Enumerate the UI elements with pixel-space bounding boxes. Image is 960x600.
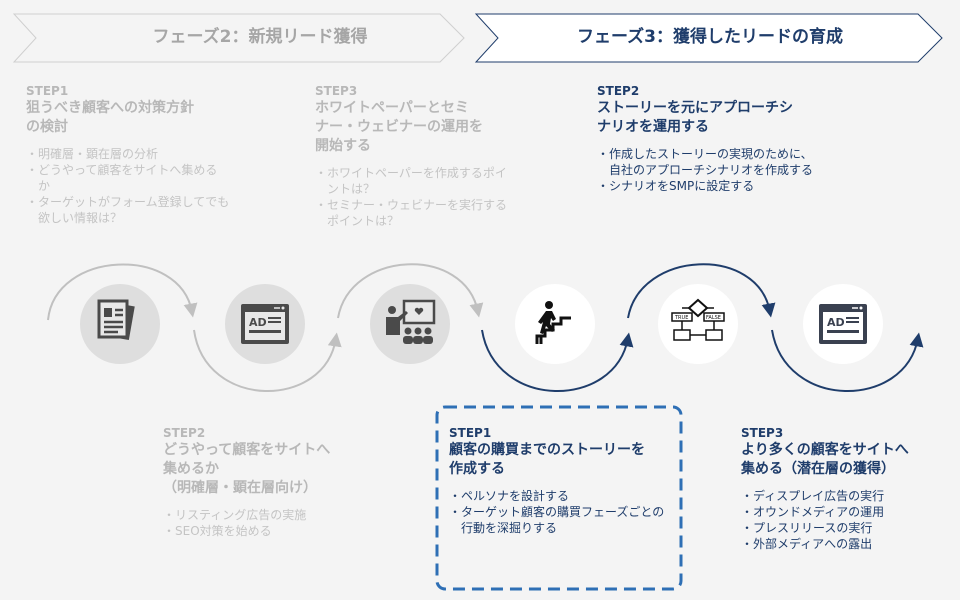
bullet-item: ・ターゲットがフォーム登録してでも欲しい情報は？ xyxy=(26,195,230,225)
phase3-step2-block: STEP2 ストーリーを元にアプローチシ ナリオを運用する ・作成したストーリー… xyxy=(597,83,827,194)
bullet-item: ・ホワイトペーパーを作成するポイントは？ xyxy=(315,166,507,196)
seminar-icon xyxy=(370,284,450,364)
phase2-step3-block: STEP3 ホワイトペーパーとセミ ナー・ウェビナーの運用を 開始する ・ホワイ… xyxy=(315,83,525,229)
bullet-item: ・ターゲット顧客の購買フェーズごとの行動を深掘りする xyxy=(449,505,665,535)
ad-banner-icon: AD xyxy=(803,284,883,364)
flow-arc-6 xyxy=(771,329,924,392)
step-label: STEP2 xyxy=(597,84,640,98)
bullet-item: ・ペルソナを設計する xyxy=(449,489,570,503)
step-label: STEP3 xyxy=(741,426,784,440)
stairs-climb-icon xyxy=(515,284,595,364)
bullet-item: ・オウンドメディアの運用 xyxy=(741,505,885,519)
step-title: 狙うべき顧客への対策方針 の検討 xyxy=(26,100,194,135)
svg-text:AD: AD xyxy=(249,316,267,329)
bullet-item: ・外部メディアへの露出 xyxy=(741,537,873,551)
step-bullets: ・リスティング広告の実施 ・SEO対策を始める xyxy=(163,507,393,539)
flow-arc-1 xyxy=(47,263,198,321)
step-title: ホワイトペーパーとセミ ナー・ウェビナーの運用を 開始する xyxy=(315,100,483,154)
flow-arc-2 xyxy=(193,329,342,392)
svg-text:FALSE: FALSE xyxy=(706,315,721,321)
phase2-step1-block: STEP1 狙うべき顧客への対策方針 の検討 ・明確層・顕在層の分析 ・どうやっ… xyxy=(26,83,256,226)
flowchart-icon: TRUE FALSE xyxy=(658,284,738,364)
ad-banner-icon: AD xyxy=(225,284,305,364)
bullet-item: ・どうやって顧客をサイトへ集めるか xyxy=(26,163,218,193)
bullet-item: ・セミナー・ウェビナーを実行するポイントは？ xyxy=(315,198,508,228)
flow-arc-5 xyxy=(627,263,776,319)
bullet-item: ・プレスリリースの実行 xyxy=(741,521,873,535)
svg-text:AD: AD xyxy=(827,316,845,329)
bullet-item: ・SEO対策を始める xyxy=(163,524,272,538)
step-title: ストーリーを元にアプローチシ ナリオを運用する xyxy=(597,100,793,135)
phase2-chevron xyxy=(12,13,465,63)
flow-arc-4 xyxy=(481,329,634,392)
step-bullets: ・ホワイトペーパーを作成するポイントは？ ・セミナー・ウェビナーを実行するポイン… xyxy=(315,165,515,229)
phase2-step2-block: STEP2 どうやって顧客をサイトへ 集めるか （明確層・顕在層向け） ・リステ… xyxy=(163,425,393,539)
bullet-item: ・リスティング広告の実施 xyxy=(163,508,307,522)
phase3-step1-block: STEP1 顧客の購買までのストーリーを 作成する ・ペルソナを設計する ・ター… xyxy=(449,425,675,536)
document-icon xyxy=(80,284,160,364)
phase3-label: フェーズ3：獲得したリードの育成 xyxy=(577,27,843,47)
step-bullets: ・ペルソナを設計する ・ターゲット顧客の購買フェーズごとの行動を深掘りする xyxy=(449,488,667,536)
phase2-label: フェーズ2：新規リード獲得 xyxy=(152,27,368,47)
step-bullets: ・作成したストーリーの実現のために、自社のアプローチシナリオを作成する ・シナリ… xyxy=(597,146,817,194)
flow-arc-3 xyxy=(337,263,484,319)
step-label: STEP2 xyxy=(163,426,206,440)
step-bullets: ・ディスプレイ広告の実行 ・オウンドメディアの運用 ・プレスリリースの実行 ・外… xyxy=(741,488,951,552)
svg-text:TRUE: TRUE xyxy=(674,315,688,321)
step-title: どうやって顧客をサイトへ 集めるか （明確層・顕在層向け） xyxy=(163,442,331,496)
phase3-chevron xyxy=(474,13,943,63)
step-title: より多くの顧客をサイトへ 集める（潜在層の獲得） xyxy=(741,442,909,477)
phase3-step3-block: STEP3 より多くの顧客をサイトへ 集める（潜在層の獲得） ・ディスプレイ広告… xyxy=(741,425,951,552)
step-bullets: ・明確層・顕在層の分析 ・どうやって顧客をサイトへ集めるか ・ターゲットがフォー… xyxy=(26,146,256,226)
step-label: STEP1 xyxy=(26,84,69,98)
bullet-item: ・作成したストーリーの実現のために、自社のアプローチシナリオを作成する xyxy=(597,147,814,177)
bullet-item: ・シナリオをSMPに設定する xyxy=(597,179,755,193)
highlight-dashed-box xyxy=(435,405,683,591)
step-title: 顧客の購買までのストーリーを 作成する xyxy=(449,442,645,477)
bullet-item: ・明確層・顕在層の分析 xyxy=(26,147,159,161)
bullet-item: ・ディスプレイ広告の実行 xyxy=(741,489,885,503)
step-label: STEP3 xyxy=(315,84,358,98)
step-label: STEP1 xyxy=(449,426,492,440)
